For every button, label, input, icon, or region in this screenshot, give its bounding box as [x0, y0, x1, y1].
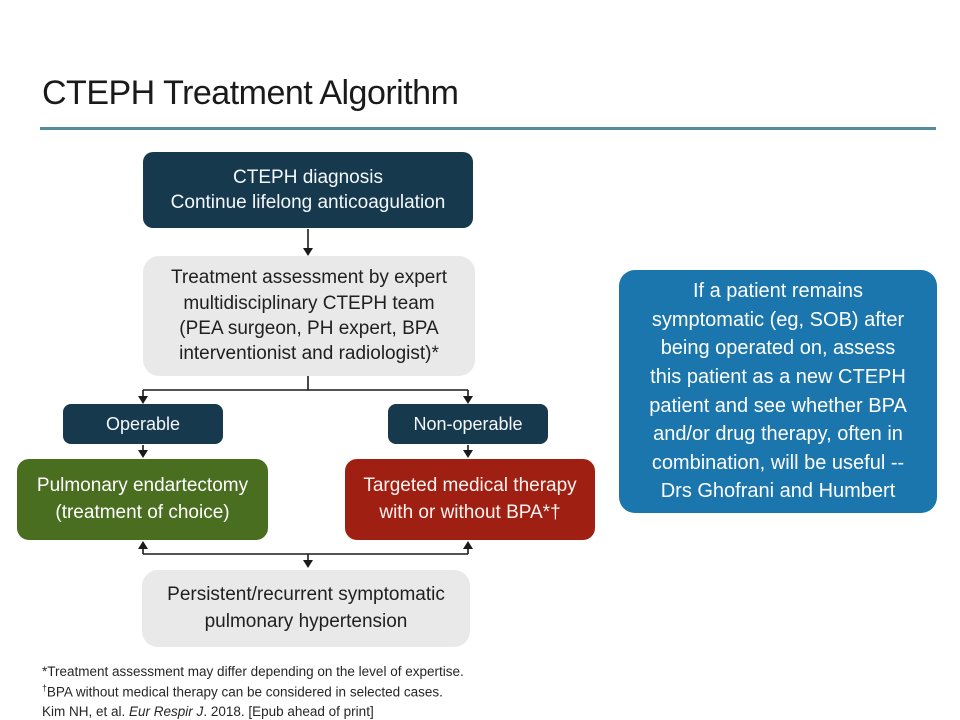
expert-quote-text: If a patient remains symptomatic (eg, SO… [649, 280, 907, 503]
footnote-expertise: *Treatment assessment may differ dependi… [42, 664, 464, 679]
non-operable-label: Non-operable [413, 413, 523, 434]
persistent-ph-box: Persistent/recurrent symptomatic pulmona… [142, 570, 470, 647]
arrow-operable-to-endarterectomy [138, 445, 148, 458]
arrow-diagnosis-to-assessment [303, 229, 313, 256]
journal-name: Eur Respir J [129, 703, 204, 719]
footnote-citation: Kim NH, et al. Eur Respir J. 2018. [Epub… [42, 703, 374, 719]
expert-quote-callout: If a patient remains symptomatic (eg, SO… [619, 270, 937, 513]
assessment-box: Treatment assessment by expert multidisc… [143, 256, 475, 376]
non-operable-box: Non-operable [388, 404, 548, 444]
footnote-bpa: †BPA without medical therapy can be cons… [42, 682, 443, 700]
title-divider [40, 127, 936, 130]
medical-therapy-line2: with or without BPA*† [379, 501, 561, 523]
page-title: CTEPH Treatment Algorithm [42, 74, 459, 112]
persistent-line1: Persistent/recurrent symptomatic [167, 584, 445, 606]
persistent-line2: pulmonary hypertension [204, 610, 408, 632]
endarterectomy-line2: (treatment of choice) [55, 501, 230, 523]
branch-connector [138, 376, 473, 404]
diagnosis-line1: CTEPH diagnosis [233, 166, 383, 188]
endarterectomy-box: Pulmonary endartectomy (treatment of cho… [17, 459, 268, 540]
footnotes: *Treatment assessment may differ dependi… [42, 662, 464, 720]
assessment-text: Treatment assessment by expert multidisc… [171, 267, 447, 365]
endarterectomy-line1: Pulmonary endartectomy [36, 474, 249, 496]
medical-therapy-line1: Targeted medical therapy [363, 474, 577, 496]
operable-box: Operable [63, 404, 223, 444]
persistent-connector [138, 541, 473, 568]
arrow-nonoperable-to-therapy [463, 445, 473, 458]
medical-therapy-box: Targeted medical therapy with or without… [345, 459, 595, 540]
diagnosis-line2: Continue lifelong anticoagulation [170, 192, 446, 213]
dagger-marker: † [42, 682, 47, 693]
diagnosis-box: CTEPH diagnosis Continue lifelong antico… [143, 152, 473, 228]
operable-label: Operable [105, 413, 181, 434]
